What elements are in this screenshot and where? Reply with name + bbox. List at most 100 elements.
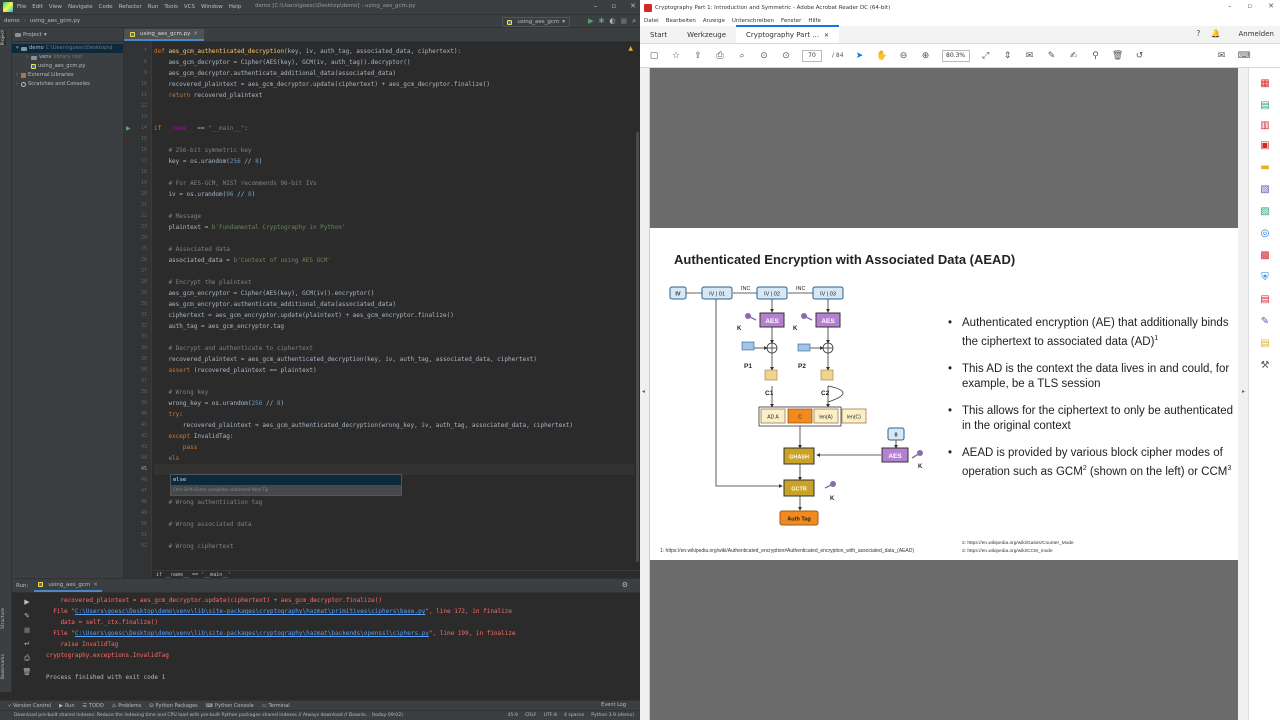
gear-icon[interactable]: ⚙ [621,581,628,589]
status-widget[interactable]: CRLF [524,713,537,718]
tab-document[interactable]: Cryptography Part ... ✕ [736,25,840,43]
editor-scrollbar-thumb[interactable] [636,132,639,562]
code-line[interactable]: pass [182,444,198,451]
tree-expand-icon[interactable]: › [26,54,29,60]
ide-menu-item[interactable]: Navigate [67,4,93,10]
bottom-tool-tab[interactable]: ⌨Python Console [206,703,254,709]
acrobat-menu-item[interactable]: Anzeige [702,17,725,24]
wrench-icon[interactable]: ✎ [24,612,30,620]
stop-icon[interactable]: ■ [23,626,31,634]
close-icon[interactable]: ✕ [630,2,636,10]
code-line[interactable]: # Wrong authentication tag [168,499,263,506]
ide-menu-item[interactable]: Window [201,4,223,10]
acrobat-menu-item[interactable]: Unterschreiben [731,17,774,24]
code-line[interactable]: aes_gcm_decryptor.authenticate_additiona… [154,70,397,77]
code-line[interactable]: if __name__ == "__main__": [154,125,248,132]
upload-icon[interactable]: ⇪ [694,50,702,61]
code-line[interactable]: # Wrong ciphertext [168,543,234,550]
code-line[interactable]: recovered_plaintext = aes_gcm_authentica… [154,356,537,363]
zoom-in-icon[interactable]: ⊕ [921,50,930,61]
code-line[interactable]: def aes_gcm_authenticated_decryption(key… [154,48,462,55]
print-icon[interactable]: ⎙ [716,50,724,61]
code-line[interactable]: except InvalidTag: [168,433,234,440]
star-icon[interactable]: ☆ [671,50,681,61]
sign-icon[interactable]: ✎ [1260,316,1270,327]
rerun-icon[interactable]: ▶ [24,598,30,606]
help-icon[interactable]: ? [1196,29,1201,38]
editor-scrollbar[interactable] [635,42,640,570]
bottom-tool-tab[interactable]: ⚠Problems [112,703,142,709]
warning-icon[interactable]: ▲ [628,45,633,52]
search-icon[interactable]: ⌕ [632,17,636,25]
code-line[interactable]: # Wrong associated data [168,521,252,528]
hand-icon[interactable]: ✋ [875,50,888,61]
comment-tool-icon[interactable]: ▬ [1260,162,1270,173]
delete-icon[interactable]: 🗑 [1111,50,1124,61]
ide-menu-item[interactable]: File [17,4,27,10]
code-line[interactable]: recovered_plaintext = aes_gcm_decryptor.… [154,81,490,88]
zoom-out-icon[interactable]: ⊖ [899,50,908,61]
code-line[interactable]: try: [168,411,183,418]
status-widget[interactable]: Python 3.9 (demo) [591,713,634,718]
organize-pages-icon[interactable]: ▧ [1260,184,1270,195]
page-number-input[interactable]: 70 [802,49,822,62]
status-widget[interactable]: UTF-8 [543,713,557,718]
bottom-tool-tab[interactable]: ☰TODO [83,703,104,709]
footnote-2[interactable]: 2: https://en.wikipedia.org/wiki/Galois/… [962,541,1074,546]
breadcrumb-project[interactable]: demo [4,18,20,24]
print-icon[interactable]: ⎙ [24,654,30,662]
export-pdf-icon[interactable]: ▦ [1260,78,1270,89]
zoom-select[interactable]: 80.3% [941,49,970,62]
undo-icon[interactable]: ↺ [1135,50,1144,61]
collapse-right-pane-icon[interactable]: ▸ [1242,388,1246,395]
gutter-run-icon[interactable]: ▶ [126,125,131,132]
code-line[interactable]: wrong_key = os.urandom(256 // 8) [154,400,285,407]
code-line[interactable]: aes_gcm_encryptor.authenticate_additiona… [154,301,397,308]
mail-icon[interactable]: ✉ [1217,50,1226,61]
code-line[interactable]: key = os.urandom(256 // 8) [154,158,263,165]
document-scrollbar[interactable] [1238,68,1248,720]
fill-sign-icon[interactable]: ▤ [1260,294,1270,305]
pen-icon[interactable]: ✎ [1047,50,1056,61]
breadcrumb-file[interactable]: using_aes_gcm.py [29,18,81,24]
tree-expand-icon[interactable]: ▾ [16,45,19,51]
code-line[interactable]: # 256-bit symmetric key [168,147,252,154]
trash-icon[interactable]: 🗑 [22,668,32,676]
send-comments-icon[interactable]: ▤ [1260,338,1270,349]
shield-icon[interactable]: ⛨ [1261,272,1269,283]
ide-menu-item[interactable]: Code [98,4,113,10]
create-pdf-icon[interactable]: ▢ [649,50,659,61]
more-tools-icon[interactable]: ⚒ [1260,360,1270,371]
status-widget[interactable]: 45:9 [507,713,518,718]
code-line[interactable]: assert (recovered_plaintext == plaintext… [168,367,317,374]
bookmarks-tool-button[interactable]: Bookmarks [1,654,6,680]
minimize-icon[interactable]: – [1227,2,1232,10]
code-line[interactable]: # Message [168,213,201,220]
sign-in-button[interactable]: Anmelden [1238,29,1274,38]
minimize-icon[interactable]: – [593,2,598,10]
debug-icon[interactable]: ✱ [598,17,605,25]
tab-start[interactable]: Start [650,30,668,39]
code-line[interactable]: # Encrypt the plaintext [168,279,252,286]
status-widget[interactable]: 4 spaces [563,713,585,718]
ide-menu-item[interactable]: Tools [164,4,178,10]
code-line[interactable]: associated_data = b'Context of using AES… [154,257,332,264]
code-line[interactable]: # For AES-GCM, NIST recommends 96-bit IV… [168,180,317,187]
scroll-mode-icon[interactable]: ⇕ [1003,50,1012,61]
ide-menu-item[interactable]: Help [228,4,242,10]
combine-files-icon[interactable]: ▣ [1260,140,1270,151]
close-icon[interactable]: ✕ [193,31,198,37]
tree-expand-icon[interactable]: › [16,81,19,87]
ide-menu-item[interactable]: View [48,4,62,10]
code-line[interactable]: return recovered_plaintext [168,92,263,99]
code-line[interactable]: auth_tag = aes_gcm_encryptor.tag [154,323,285,330]
soft-wrap-icon[interactable]: ↵ [24,640,30,648]
acrobat-menu-item[interactable]: Hilfe [808,17,821,24]
edit-pdf-icon[interactable]: ▥ [1260,120,1270,131]
autocomplete-item-else[interactable]: else [171,475,401,485]
event-log-button[interactable]: Event Log [601,702,626,708]
left-navigation-pane[interactable] [640,68,650,720]
editor-tab-using-aes-gcm[interactable]: using_aes_gcm.py ✕ [124,29,204,41]
